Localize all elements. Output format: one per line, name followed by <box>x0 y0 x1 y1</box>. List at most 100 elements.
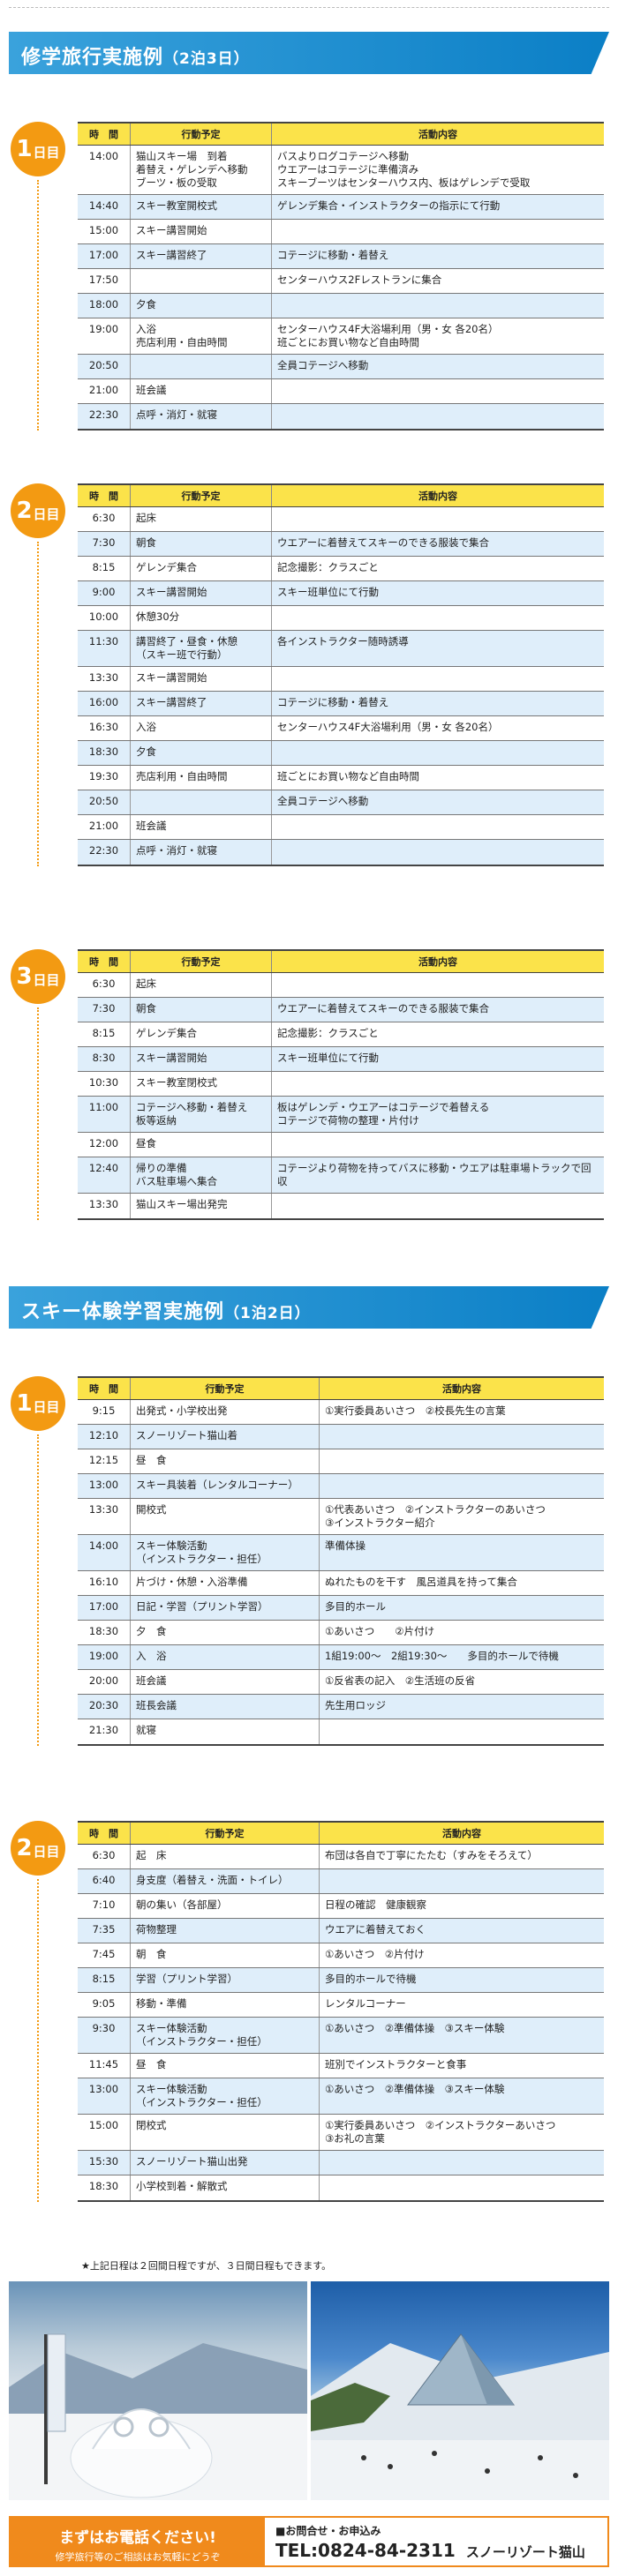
cell-time: 9:15 <box>78 1400 131 1424</box>
cell-plan: 休憩30分 <box>131 606 272 630</box>
cell-time: 21:00 <box>78 815 131 839</box>
header-plan: 行動予定 <box>131 485 272 506</box>
cell-plan: ゲレンデ集合 <box>131 557 272 580</box>
cell-plan: 班会議 <box>131 815 272 839</box>
section-subtitle: （1泊2日） <box>224 1305 311 1322</box>
cell-plan: 朝食 <box>131 998 272 1022</box>
cell-time: 8:15 <box>78 1022 131 1046</box>
cell-content <box>272 815 604 839</box>
cell-time: 18:30 <box>78 1621 131 1644</box>
cell-time: 6:30 <box>78 973 131 997</box>
cell-plan <box>131 269 272 293</box>
header-content: 活動内容 <box>442 1828 481 1839</box>
cell-time: 18:30 <box>78 741 131 765</box>
header-time: 時 間 <box>78 1378 131 1399</box>
section-title: 修学旅行実施例 <box>21 47 164 69</box>
cell-content: ①実行委員あいさつ ②インストラクターあいさつ ③お礼の言葉 <box>325 2119 556 2145</box>
day-suffix: 日目 <box>33 1398 60 1415</box>
cell-time: 13:30 <box>78 1499 131 1534</box>
cell-time: 20:00 <box>78 1670 131 1694</box>
cell-plan: 閉校式 <box>131 2115 320 2150</box>
cell-content <box>272 973 604 997</box>
cell-content: 布団は各自で丁寧にたたむ（すみをそろえて） <box>325 1849 538 1861</box>
cell-content: 日程の確認 健康観察 <box>325 1898 426 1911</box>
cell-time: 6:30 <box>78 507 131 531</box>
cell-time: 7:30 <box>78 998 131 1022</box>
resort-name: スノーリゾート猫山 <box>465 2544 585 2560</box>
cell-plan: スキー講習開始 <box>131 1047 272 1071</box>
cell-time: 9:00 <box>78 581 131 605</box>
day-suffix: 日目 <box>33 1843 60 1860</box>
cell-time: 7:45 <box>78 1943 131 1967</box>
cell-time: 18:30 <box>78 2175 131 2200</box>
cell-time: 10:30 <box>78 1072 131 1096</box>
call-callout: まずはお電話ください! 修学旅行等のご相談はお気軽にどうぞ <box>11 2518 265 2565</box>
cell-content: 全員コテージへ移動 <box>277 359 369 371</box>
table-header: 時 間行動予定活動内容 <box>78 951 604 973</box>
cell-plan: 出発式・小学校出発 <box>131 1400 320 1424</box>
timeline-line <box>37 1007 39 1220</box>
table-header: 時 間行動予定活動内容 <box>78 1823 604 1845</box>
cell-content: ①あいさつ ②準備体操 ③スキー体験 <box>325 2022 505 2034</box>
cell-content: コテージに移動・着替え <box>277 249 389 261</box>
cell-plan: スキー体験活動 （インストラクター・担任） <box>131 2018 320 2053</box>
cell-time: 11:30 <box>78 631 131 666</box>
cell-time: 16:10 <box>78 1571 131 1595</box>
cell-content: 多目的ホールで待機 <box>325 1973 417 1985</box>
cell-plan: スキー講習開始 <box>131 220 272 243</box>
cell-plan: コテージへ移動・着替え 板等返納 <box>131 1097 272 1132</box>
cell-content: ①あいさつ ②片付け <box>325 1625 435 1637</box>
day-suffix: 日目 <box>33 505 60 522</box>
cell-content <box>272 606 604 630</box>
cell-content <box>320 1449 604 1473</box>
timeline-line <box>37 1434 39 1746</box>
cell-plan: 開校式 <box>131 1499 320 1534</box>
cell-plan: 起床 <box>131 507 272 531</box>
cell-plan: 昼 食 <box>131 2054 320 2078</box>
phone-number[interactable]: TEL:0824-84-2311 <box>275 2540 456 2561</box>
cell-time: 9:30 <box>78 2018 131 2053</box>
cell-plan <box>131 790 272 814</box>
cell-plan: 身支度（着替え・洗面・トイレ） <box>131 1869 320 1893</box>
cell-plan: 起床 <box>131 973 272 997</box>
cell-content <box>320 1425 604 1449</box>
cell-time: 15:00 <box>78 220 131 243</box>
cell-content: 各インストラクター随時誘導 <box>277 635 409 648</box>
cell-time: 16:30 <box>78 716 131 740</box>
cell-content <box>320 1869 604 1893</box>
cell-plan: 昼 食 <box>131 1449 320 1473</box>
cell-plan: スキー講習開始 <box>131 667 272 691</box>
cell-plan: スキー教室閉校式 <box>131 1072 272 1096</box>
cell-plan: 学習（プリント学習） <box>131 1968 320 1992</box>
cell-content: センターハウス2Fレストランに集合 <box>277 273 442 286</box>
cell-content: 班ごとにお買い物など自由時間 <box>277 770 419 783</box>
table-header: 時 間行動予定活動内容 <box>78 485 604 507</box>
cell-time: 21:00 <box>78 379 131 403</box>
cell-content: 記念撮影：クラスごと <box>277 561 379 573</box>
cell-time: 13:00 <box>78 2078 131 2114</box>
cell-time: 11:45 <box>78 2054 131 2078</box>
